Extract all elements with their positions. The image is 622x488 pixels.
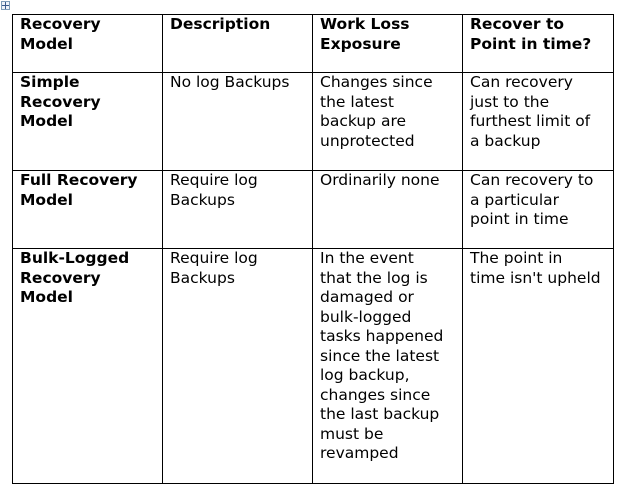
- cell-description: No log Backups: [162, 72, 313, 171]
- cell-text: Require log Backups: [170, 249, 258, 287]
- recovery-models-table: Recovery Model Description Work Loss Exp…: [12, 14, 614, 484]
- cell-model: Simple Recovery Model: [12, 72, 163, 171]
- cell-recover-point: The point in time isn't upheld: [462, 248, 614, 484]
- cell-description: Require log Backups: [162, 170, 313, 249]
- table-row: Bulk-Logged Recovery Model Require log B…: [12, 248, 614, 484]
- cell-text: Can recovery just to the furthest limit …: [470, 73, 591, 150]
- cell-model: Full Recovery Model: [12, 170, 163, 249]
- cell-text: Full Recovery Model: [20, 171, 138, 209]
- cell-work-loss: In the event that the log is damaged or …: [312, 248, 463, 484]
- header-recover-to-point: Recover to Point in time?: [462, 14, 614, 73]
- cell-work-loss: Ordinarily none: [312, 170, 463, 249]
- header-label: Description: [170, 15, 271, 33]
- header-recovery-model: Recovery Model: [12, 14, 163, 73]
- cell-text: Require log Backups: [170, 171, 258, 209]
- header-label: Recovery Model: [20, 15, 101, 53]
- table-header-row: Recovery Model Description Work Loss Exp…: [12, 14, 614, 73]
- cell-text: In the event that the log is damaged or …: [320, 249, 444, 462]
- cell-text: Bulk-Logged Recovery Model: [20, 249, 130, 306]
- cell-text: No log Backups: [170, 73, 290, 91]
- header-label: Recover to Point in time?: [470, 15, 592, 53]
- table-row: Full Recovery Model Require log Backups …: [12, 170, 614, 249]
- cell-text: Ordinarily none: [320, 171, 440, 189]
- table-move-handle-icon[interactable]: [1, 1, 10, 10]
- header-work-loss-exposure: Work Loss Exposure: [312, 14, 463, 73]
- cell-work-loss: Changes since the latest backup are unpr…: [312, 72, 463, 171]
- cell-text: Can recovery to a particular point in ti…: [470, 171, 594, 228]
- cell-text: Simple Recovery Model: [20, 73, 101, 130]
- cell-recover-point: Can recovery to a particular point in ti…: [462, 170, 614, 249]
- table-row: Simple Recovery Model No log Backups Cha…: [12, 72, 614, 171]
- cell-text: Changes since the latest backup are unpr…: [320, 73, 433, 150]
- cell-model: Bulk-Logged Recovery Model: [12, 248, 163, 484]
- cell-recover-point: Can recovery just to the furthest limit …: [462, 72, 614, 171]
- header-label: Work Loss Exposure: [320, 15, 410, 53]
- cell-description: Require log Backups: [162, 248, 313, 484]
- cell-text: The point in time isn't upheld: [470, 249, 601, 287]
- header-description: Description: [162, 14, 313, 73]
